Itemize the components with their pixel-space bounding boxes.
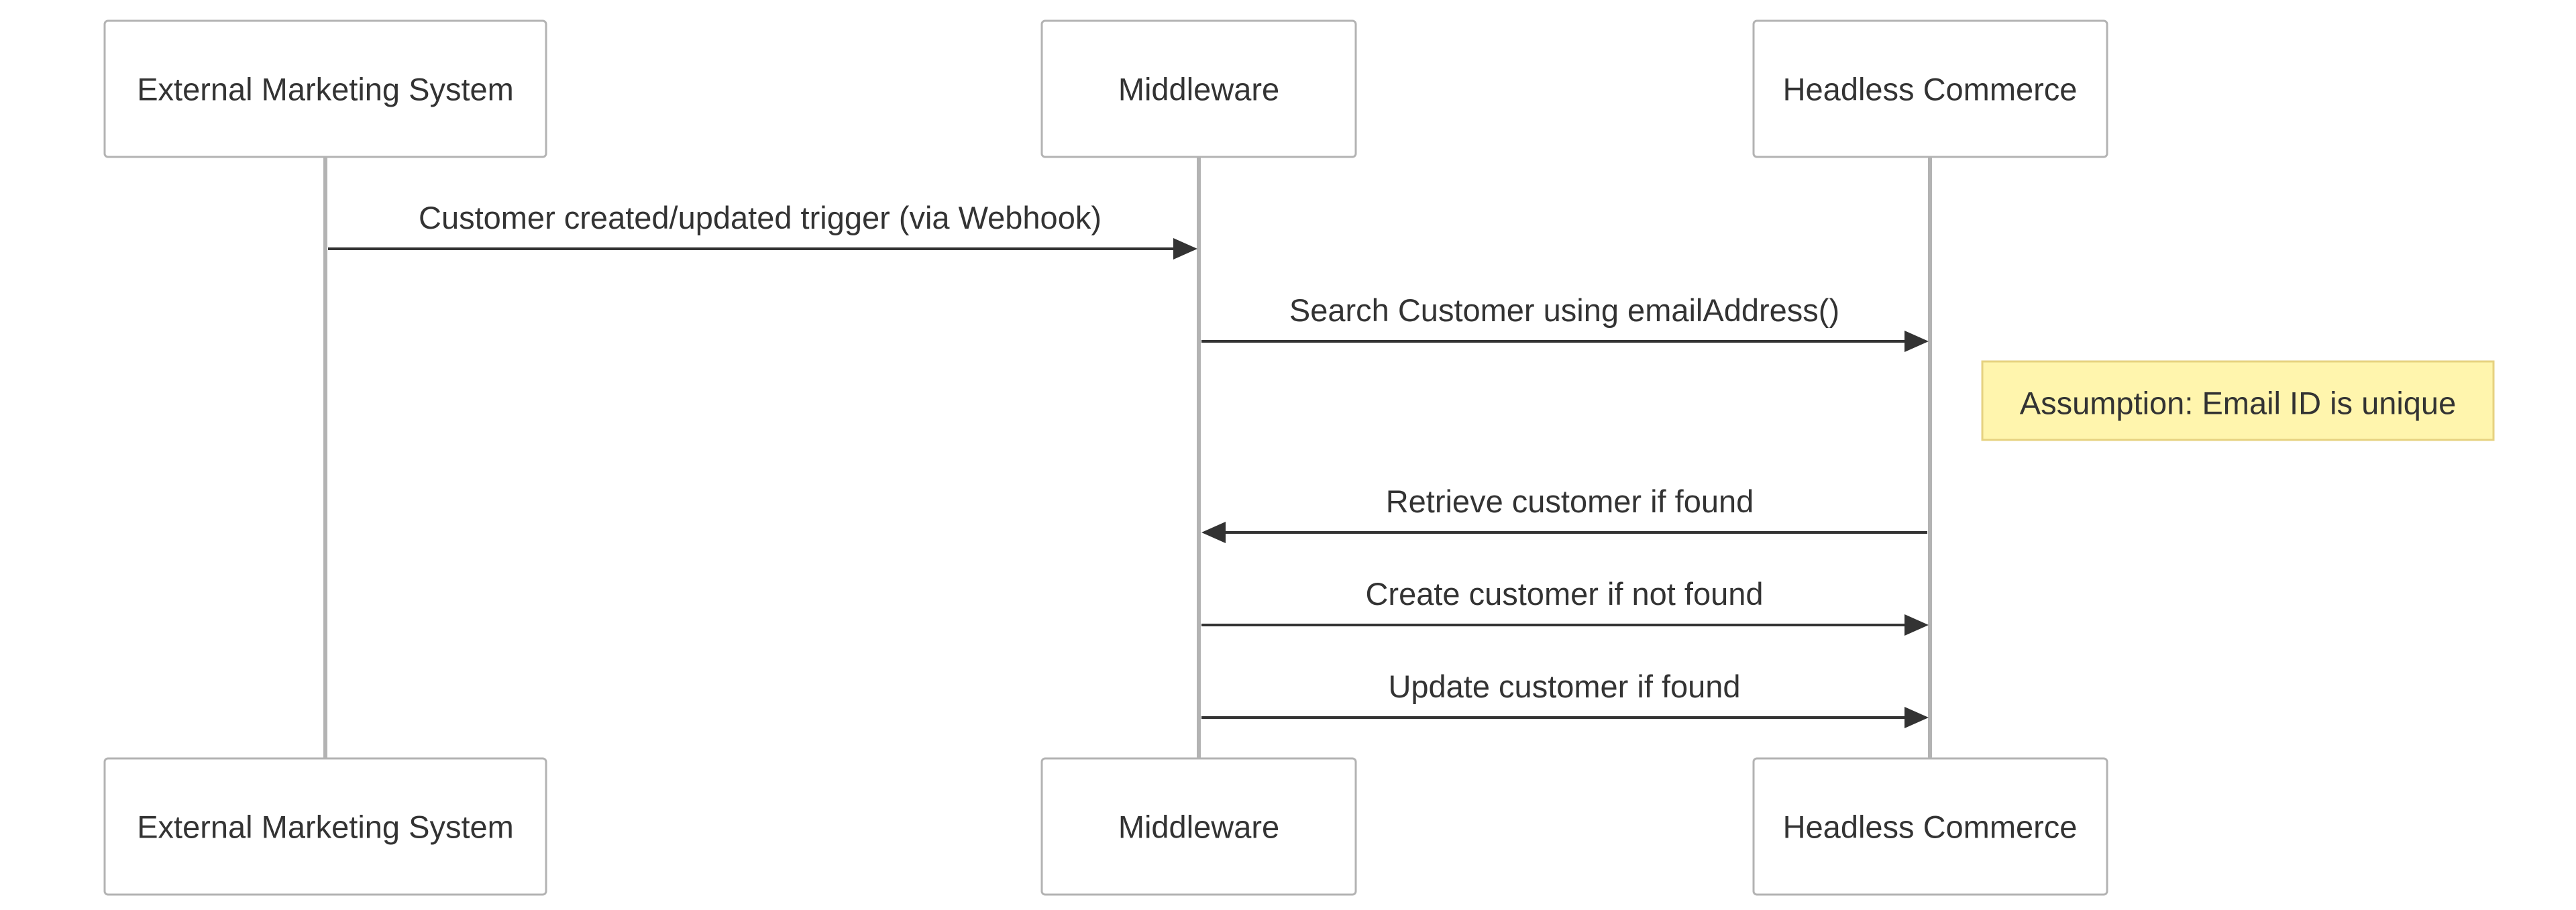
message-label: Create customer if not found: [1365, 576, 1763, 612]
actor-top-external-marketing-system: External Marketing System: [103, 19, 547, 158]
arrowhead-icon: [1904, 614, 1929, 636]
note-assumption: Assumption: Email ID is unique: [1981, 360, 2495, 441]
message-search-customer: Search Customer using emailAddress(): [1201, 292, 1929, 352]
message-create-customer: Create customer if not found: [1201, 576, 1929, 636]
actor-top-middleware: Middleware: [1040, 19, 1357, 158]
arrowhead-icon: [1201, 522, 1226, 543]
message-update-customer: Update customer if found: [1201, 669, 1929, 728]
actor-label: Middleware: [1118, 72, 1279, 107]
actor-bottom-middleware: Middleware: [1040, 757, 1357, 896]
actor-label: External Marketing System: [137, 809, 514, 845]
message-label: Retrieve customer if found: [1386, 484, 1754, 519]
arrowhead-icon: [1904, 707, 1929, 728]
message-label: Update customer if found: [1388, 669, 1740, 704]
actor-bottom-external-marketing-system: External Marketing System: [103, 757, 547, 896]
message-retrieve-customer: Retrieve customer if found: [1201, 484, 1927, 543]
actor-label: Middleware: [1118, 809, 1279, 845]
arrowhead-icon: [1173, 238, 1197, 260]
message-customer-trigger: Customer created/updated trigger (via We…: [328, 200, 1197, 260]
actor-label: External Marketing System: [137, 72, 514, 107]
message-label: Customer created/updated trigger (via We…: [419, 200, 1102, 235]
actor-top-headless-commerce: Headless Commerce: [1752, 19, 2108, 158]
actor-label: Headless Commerce: [1783, 72, 2078, 107]
message-label: Search Customer using emailAddress(): [1289, 292, 1839, 328]
actor-label: Headless Commerce: [1783, 809, 2078, 845]
actor-bottom-headless-commerce: Headless Commerce: [1752, 757, 2108, 896]
arrowhead-icon: [1904, 331, 1929, 352]
note-label: Assumption: Email ID is unique: [2020, 386, 2456, 421]
